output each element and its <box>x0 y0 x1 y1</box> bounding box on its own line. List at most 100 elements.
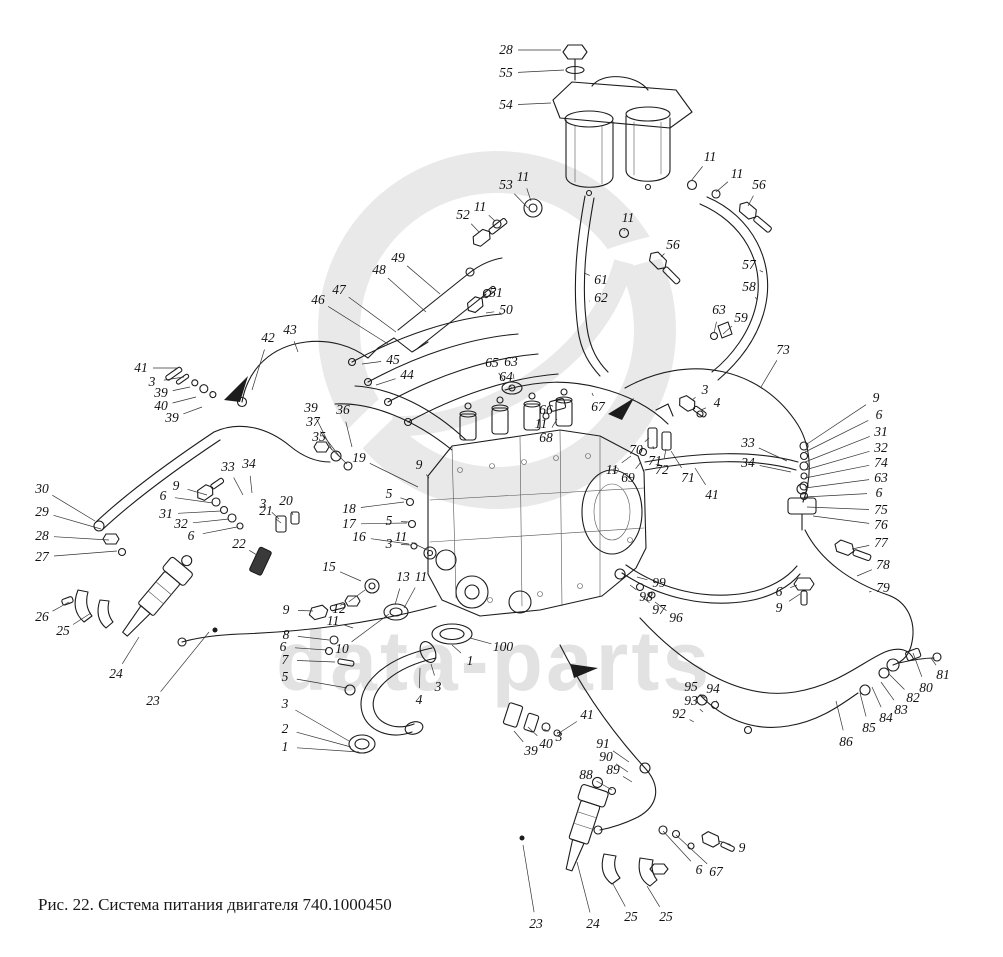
part-label-27: 27 <box>35 549 49 564</box>
part-label-54: 54 <box>499 97 513 112</box>
part-label-48: 48 <box>372 262 386 277</box>
part-label-83: 83 <box>894 702 908 717</box>
part-label-40: 40 <box>154 398 168 413</box>
part-label-31: 31 <box>874 424 888 439</box>
part-label-11: 11 <box>703 149 717 164</box>
part-label-92: 92 <box>672 706 686 721</box>
part-label-69: 69 <box>621 470 635 485</box>
part-label-3: 3 <box>148 374 156 389</box>
line-art <box>61 44 942 887</box>
part-label-5: 5 <box>385 486 393 501</box>
part-label-41: 41 <box>705 487 719 502</box>
part-label-53: 53 <box>499 177 513 192</box>
part-label-9: 9 <box>415 457 423 472</box>
part-label-44: 44 <box>400 367 414 382</box>
part-label-9: 9 <box>775 600 783 615</box>
part-label-25: 25 <box>56 623 70 638</box>
part-label-86: 86 <box>839 734 853 749</box>
part-label-61: 61 <box>594 272 608 287</box>
part-label-1: 1 <box>281 739 289 754</box>
part-label-56: 56 <box>666 237 680 252</box>
part-label-11: 11 <box>621 210 635 225</box>
part-label-24: 24 <box>109 666 123 681</box>
part-label-31: 31 <box>159 506 173 521</box>
part-label-28: 28 <box>499 42 513 57</box>
part-label-84: 84 <box>879 710 893 725</box>
fuel-lines <box>95 195 935 831</box>
part-label-3: 3 <box>434 679 442 694</box>
part-label-41: 41 <box>580 707 594 722</box>
part-label-47: 47 <box>332 282 346 297</box>
part-label-43: 43 <box>283 322 297 337</box>
part-label-39: 39 <box>304 400 318 415</box>
part-label-80: 80 <box>919 680 933 695</box>
part-label-50: 50 <box>499 302 513 317</box>
part-label-24: 24 <box>586 916 600 931</box>
part-label-11: 11 <box>730 166 744 181</box>
part-label-21: 21 <box>259 503 273 518</box>
part-label-71: 71 <box>681 470 695 485</box>
part-label-63: 63 <box>874 470 888 485</box>
part-label-11: 11 <box>326 613 340 628</box>
part-label-34: 34 <box>242 456 256 471</box>
part-label-49: 49 <box>391 250 405 265</box>
part-label-3: 3 <box>555 729 563 744</box>
part-label-73: 73 <box>776 342 790 357</box>
part-label-64: 64 <box>499 369 513 384</box>
part-label-52: 52 <box>456 207 470 222</box>
watermark-text: data-parts <box>276 614 712 708</box>
part-label-6: 6 <box>875 485 883 500</box>
part-label-91: 91 <box>596 736 610 751</box>
small-parts <box>93 321 733 737</box>
part-label-6: 6 <box>775 584 783 599</box>
part-label-65: 65 <box>485 355 499 370</box>
part-label-9: 9 <box>872 390 880 405</box>
part-label-22: 22 <box>232 536 246 551</box>
part-label-74: 74 <box>874 455 888 470</box>
part-label-58: 58 <box>742 279 756 294</box>
part-label-8: 8 <box>282 627 290 642</box>
part-label-59: 59 <box>734 310 748 325</box>
part-label-32: 32 <box>874 440 888 455</box>
part-label-40: 40 <box>539 736 553 751</box>
part-label-5: 5 <box>281 669 289 684</box>
part-label-7: 7 <box>281 652 289 667</box>
part-label-89: 89 <box>606 762 620 777</box>
part-label-88: 88 <box>579 767 593 782</box>
part-label-9: 9 <box>738 840 746 855</box>
part-label-71: 71 <box>648 453 662 468</box>
part-label-82: 82 <box>906 690 920 705</box>
part-label-63: 63 <box>504 354 518 369</box>
part-label-9: 9 <box>282 602 290 617</box>
part-label-15: 15 <box>322 559 336 574</box>
part-label-94: 94 <box>706 681 720 696</box>
part-label-12: 12 <box>332 601 346 616</box>
part-label-93: 93 <box>684 693 698 708</box>
drain-hose <box>348 641 437 754</box>
part-label-29: 29 <box>35 504 49 519</box>
right-fittings <box>593 441 942 835</box>
part-label-2: 2 <box>281 721 289 736</box>
fuel-filter-assembly <box>552 44 693 197</box>
part-label-3: 3 <box>701 382 709 397</box>
part-label-68: 68 <box>539 430 553 445</box>
part-label-6: 6 <box>695 862 703 877</box>
part-label-33: 33 <box>741 435 755 450</box>
part-label-6: 6 <box>279 639 287 654</box>
part-label-97: 97 <box>652 602 666 617</box>
part-label-39: 39 <box>524 743 538 758</box>
part-label-70: 70 <box>629 442 643 457</box>
part-label-6: 6 <box>187 528 195 543</box>
part-label-5: 5 <box>385 513 393 528</box>
part-label-4: 4 <box>713 395 721 410</box>
part-label-11: 11 <box>605 462 619 477</box>
part-label-100: 100 <box>492 639 514 654</box>
part-label-6: 6 <box>875 407 883 422</box>
part-label-85: 85 <box>862 720 876 735</box>
part-label-11: 11 <box>394 529 408 544</box>
part-label-30: 30 <box>35 481 49 496</box>
flow-arrows <box>224 376 634 678</box>
part-label-79: 79 <box>876 580 890 595</box>
part-label-67: 67 <box>709 864 723 879</box>
part-label-67: 67 <box>591 399 605 414</box>
